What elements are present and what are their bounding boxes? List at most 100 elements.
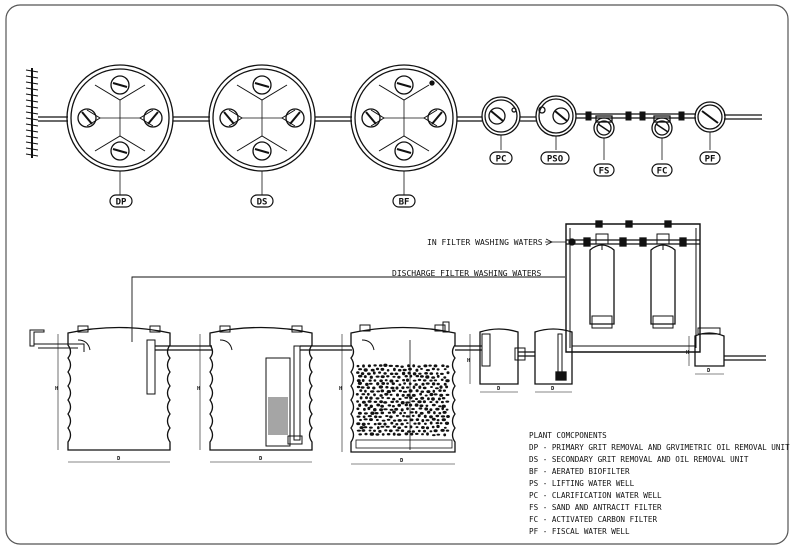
media-particle: [395, 423, 399, 426]
media-particle: [443, 433, 447, 437]
media-particle: [356, 379, 361, 383]
media-particle: [387, 404, 392, 407]
media-particle: [443, 368, 447, 371]
media-particle: [386, 382, 389, 385]
media-particle: [367, 406, 371, 411]
media-particle: [399, 412, 402, 415]
media-particle: [404, 432, 409, 436]
media-particle: [392, 425, 397, 428]
media-particle: [409, 425, 413, 429]
media-particle: [363, 412, 368, 415]
media-particle: [396, 393, 399, 397]
media-particle: [362, 415, 366, 419]
media-particle: [436, 382, 440, 386]
media-particle: [441, 418, 446, 422]
media-particle: [419, 375, 424, 378]
media-particle: [417, 422, 421, 425]
filter-fc-plan: [651, 115, 673, 160]
media-particle: [404, 375, 408, 378]
media-particle: [442, 410, 447, 414]
media-particle: [365, 396, 368, 400]
media-particle: [375, 375, 380, 378]
tag-fs-text: FS: [599, 167, 610, 177]
media-particle: [403, 419, 408, 422]
media-particle: [372, 386, 376, 390]
media-particle: [415, 426, 419, 429]
media-particle: [438, 412, 442, 415]
media-particle: [356, 371, 360, 374]
media-particle: [378, 415, 382, 418]
media-particle: [443, 382, 447, 386]
tag-fc: FC: [651, 163, 673, 177]
media-particle: [422, 379, 427, 382]
media-particle: [381, 419, 386, 422]
media-particle: [366, 386, 370, 389]
media-particle: [446, 371, 450, 375]
media-particle: [418, 385, 422, 389]
media-particle: [391, 382, 395, 385]
legend: PLANT COMCPONENTS DP - PRIMARY GRIT REMO…: [529, 431, 790, 536]
media-particle: [356, 364, 360, 368]
media-particle: [358, 374, 363, 378]
media-particle: [384, 392, 389, 396]
media-particle: [443, 426, 447, 429]
media-particle: [408, 389, 413, 393]
media-particle: [421, 426, 425, 429]
media-particle: [404, 396, 409, 399]
media-particle: [369, 375, 373, 379]
biofilter-media: [355, 363, 450, 437]
dimension-lines: [57, 334, 724, 465]
media-particle: [361, 400, 366, 404]
well-pf-section: [694, 327, 766, 367]
media-particle: [436, 374, 440, 378]
media-particle: [366, 392, 370, 396]
media-particle: [445, 400, 450, 403]
media-particle: [413, 422, 417, 425]
media-particle: [369, 396, 373, 400]
media-particle: [433, 393, 438, 396]
media-particle: [436, 424, 440, 429]
media-particle: [408, 367, 412, 371]
media-particle: [431, 376, 436, 379]
media-particle: [378, 385, 384, 389]
media-particle: [358, 433, 363, 436]
media-particle: [389, 415, 393, 419]
media-particle: [360, 372, 365, 376]
media-particle: [356, 415, 361, 418]
media-particle: [415, 374, 420, 378]
media-particle: [425, 382, 430, 385]
media-particle: [359, 426, 364, 430]
media-particle: [389, 379, 394, 383]
media-particle: [445, 385, 449, 389]
media-particle: [359, 418, 362, 422]
media-particle: [385, 415, 389, 417]
media-particle: [392, 410, 396, 414]
media-particle: [386, 375, 390, 378]
media-particle: [374, 415, 378, 419]
well-pso-section: [534, 328, 573, 385]
media-particle: [424, 407, 429, 411]
media-particle: [379, 379, 383, 383]
media-particle: [442, 389, 446, 392]
media-particle: [361, 429, 366, 432]
media-particle: [361, 393, 366, 396]
media-particle: [370, 411, 375, 415]
media-particle: [363, 426, 368, 429]
media-particle: [423, 364, 428, 368]
tank-dp-plan: [66, 64, 174, 195]
media-particle: [398, 397, 402, 401]
media-particle: [381, 396, 384, 399]
dim-h-ds: H: [197, 386, 200, 392]
media-particle: [384, 379, 388, 382]
media-particle: [363, 375, 367, 379]
tag-ds-text: DS: [257, 198, 268, 208]
media-particle: [440, 372, 444, 375]
media-particle: [395, 364, 399, 368]
media-particle: [422, 429, 427, 433]
media-particle: [424, 372, 428, 375]
media-particle: [419, 392, 422, 396]
media-particle: [406, 407, 409, 411]
filter-fc-section: [650, 233, 676, 329]
in-filter-label: IN FILTER WASHING WATERS: [427, 238, 543, 247]
media-particle: [415, 397, 418, 401]
